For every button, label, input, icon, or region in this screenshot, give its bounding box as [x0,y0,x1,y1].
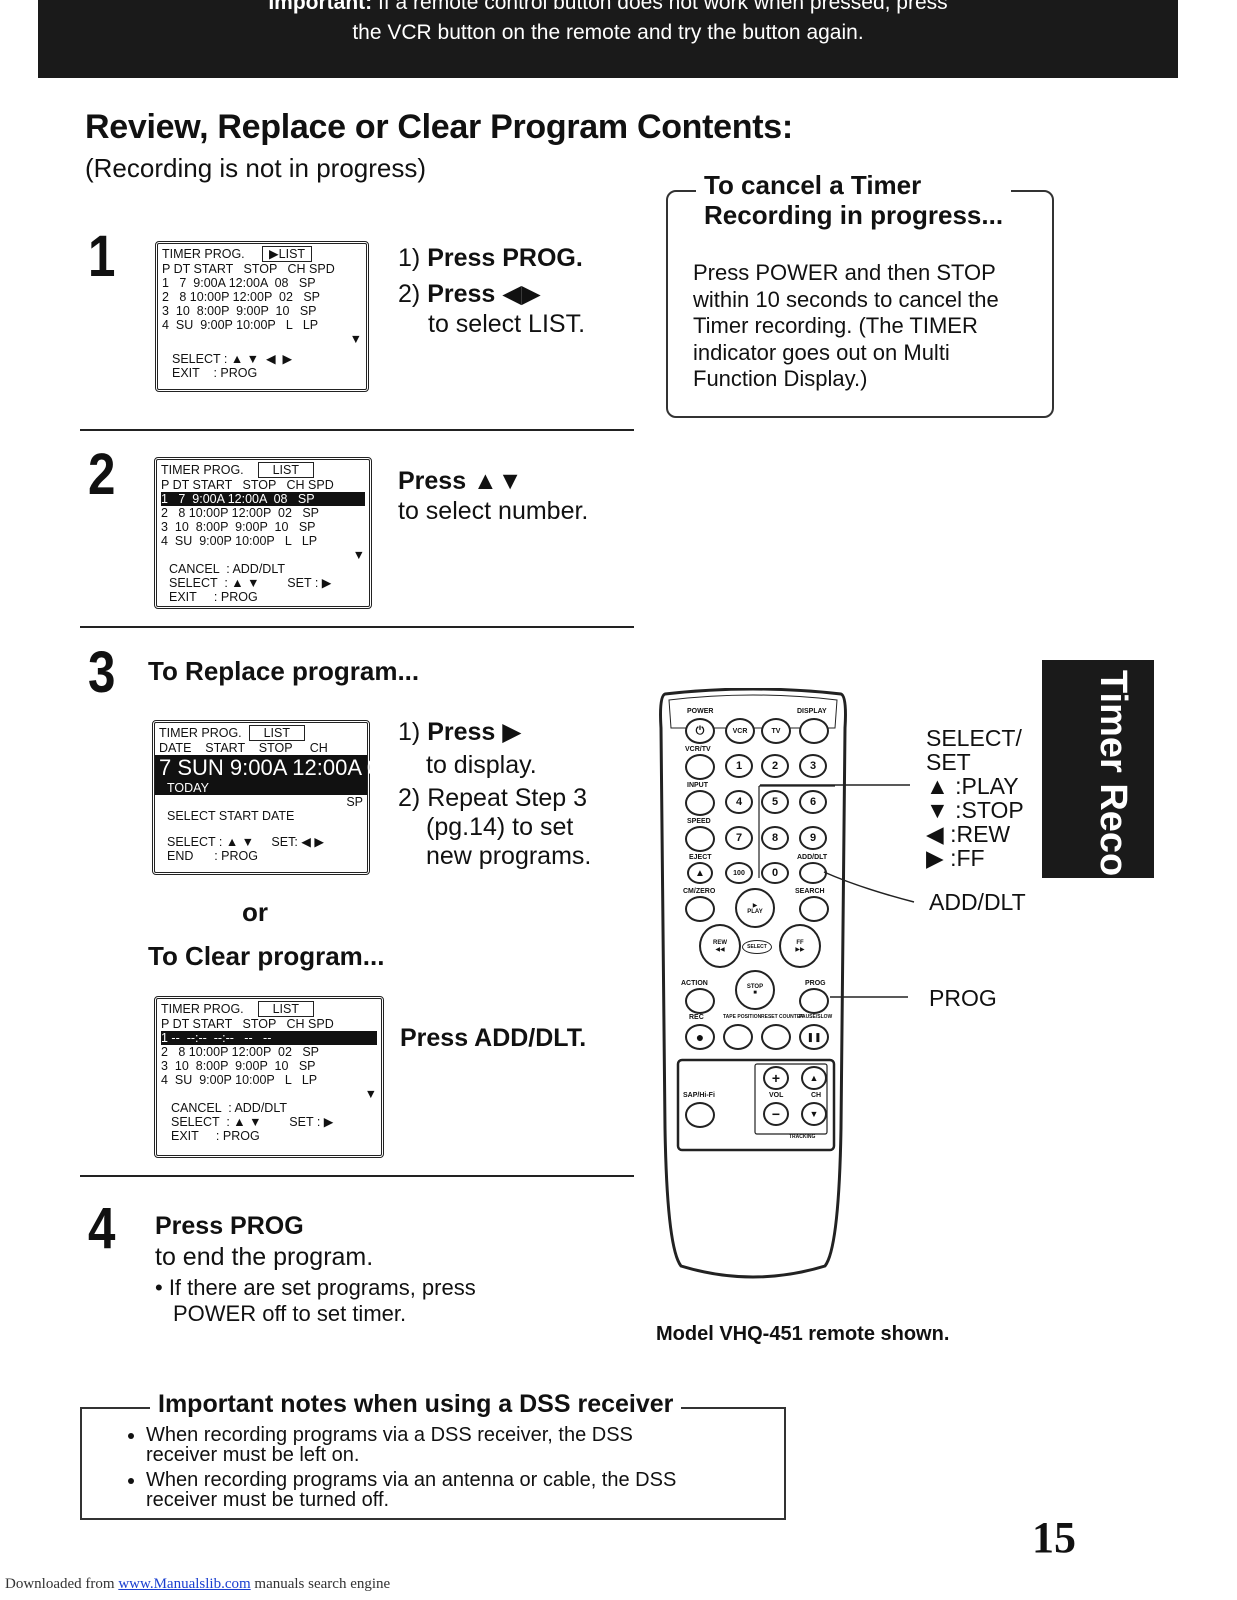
digit-6-button[interactable]: 6 [799,790,827,814]
divider [80,1175,634,1177]
vol-down-button[interactable]: − [763,1102,789,1126]
vol-up-button[interactable]: + [763,1066,789,1090]
power-button[interactable]: ⏻ [685,718,715,744]
prog-callout: PROG [929,985,997,1011]
tape-position-label: TAPE POSITION [723,1014,762,1020]
digit-4-button[interactable]: 4 [725,790,753,814]
ch-down-button[interactable]: ▼ [801,1102,827,1126]
eject-label: EJECT [689,854,712,861]
remote-control: POWER DISPLAY VCR/TV INPUT SPEED EJECT A… [655,688,851,1284]
pause-button[interactable]: ❚❚ [799,1024,829,1050]
select-set-callout: SELECT/ SET ▲ :PLAY ▼ :STOP ◀ :REW ▶ :FF [926,725,1024,871]
rew-button[interactable]: REW◀◀ [699,924,741,968]
footer: Downloaded from www.Manualslib.com manua… [5,1576,391,1592]
step2-instructions: Press ▲▼ to select number. [398,467,589,525]
digit-2-button[interactable]: 2 [761,754,789,778]
display-label: DISPLAY [797,708,827,715]
ch-up-button[interactable]: ▲ [801,1066,827,1090]
digit-3-button[interactable]: 3 [799,754,827,778]
or-label: or [242,897,268,927]
page-subtitle: (Recording is not in progress) [85,153,427,183]
dss-note: When recording programs via a DSS receiv… [146,1425,784,1465]
page-number: 15 [1032,1513,1076,1562]
tv-button[interactable]: TV [761,718,791,744]
clear-heading: To Clear program... [148,941,385,971]
cancel-box-body: Press POWER and then STOP within 10 seco… [693,260,999,391]
pause-label: PAUSE/SLOW [799,1014,833,1020]
cancel-box-title: To cancel a Timer Recording in progress.… [696,170,1012,230]
play-button[interactable]: ▶PLAY [735,888,775,928]
digit-9-button[interactable]: 9 [799,826,827,850]
display-button[interactable] [799,718,829,744]
step-number: 1 [88,224,116,289]
digit-5-button[interactable]: 5 [761,790,789,814]
step1-instructions: 1) Press PROG. 2) Press ◀▶ to select LIS… [398,244,586,338]
search-label: SEARCH [795,888,825,895]
select-button[interactable]: SELECT [742,940,772,954]
timer-screen: TIMER PROG. ▶LIST P DT START STOP CH SPD… [155,241,369,392]
dss-notes-box: When recording programs via a DSS receiv… [80,1407,786,1520]
vcrtv-button[interactable] [685,754,715,780]
cmzero-label: CM/ZERO [683,888,716,895]
important-text-line2: the VCR button on the remote and try the… [352,21,864,44]
tracking-label: TRACKING [789,1134,816,1140]
reset-counter-button[interactable] [761,1024,791,1050]
page-title: Review, Replace or Clear Program Content… [85,108,793,146]
digit-7-button[interactable]: 7 [725,826,753,850]
speed-button[interactable] [685,826,715,852]
dss-note: When recording programs via an antenna o… [146,1470,784,1510]
divider [80,429,634,431]
digit-100-button[interactable]: 100 [725,862,753,884]
vol-label: VOL [769,1092,784,1099]
important-text: If a remote control button does not work… [372,0,948,14]
step4-instructions: Press PROG to end the program. • If ther… [155,1212,476,1326]
eject-button[interactable]: ▲ [687,862,713,884]
vcr-button[interactable]: VCR [725,718,755,744]
adddlt-callout: ADD/DLT [929,889,1026,915]
step-number: 3 [88,640,116,705]
important-label: Important: [268,0,373,14]
input-button[interactable] [685,790,715,816]
timer-screen-replace: TIMER PROG. LIST DATE START STOP CH 7 SU… [152,720,391,875]
digit-0-button[interactable]: 0 [761,862,789,884]
reset-counter-label: RESET COUNTER [761,1014,804,1020]
step3-instructions: 1) Press ▶ to display. 2) Repeat Step 3 … [398,718,592,870]
prog-label: PROG [805,980,826,987]
replace-heading: To Replace program... [148,656,420,686]
manualslib-link[interactable]: www.Manualslib.com [118,1576,251,1592]
tape-position-button[interactable] [723,1024,753,1050]
sap-button[interactable] [685,1102,715,1128]
input-label: INPUT [687,782,708,789]
step-number: 4 [88,1196,116,1261]
digit-8-button[interactable]: 8 [761,826,789,850]
vcrtv-label: VCR/TV [685,746,711,753]
digit-1-button[interactable]: 1 [725,754,753,778]
rec-label: REC [689,1014,704,1021]
rec-button[interactable]: ● [685,1024,715,1050]
dss-title: Important notes when using a DSS receive… [150,1390,682,1419]
power-label: POWER [687,708,714,715]
prog-button[interactable] [799,988,829,1014]
ch-label: CH [811,1092,822,1099]
cmzero-button[interactable] [685,896,715,922]
important-banner: Important: If a remote control button do… [38,0,1178,78]
clear-instruction: Press ADD/DLT. [400,1024,587,1052]
divider [80,626,634,628]
callout-lines [760,784,915,998]
step-number: 2 [88,442,116,507]
speed-label: SPEED [687,818,711,825]
ff-button[interactable]: FF▶▶ [779,924,821,968]
sap-label: SAP/Hi-Fi [683,1092,715,1099]
search-button[interactable] [799,896,829,922]
stop-button[interactable]: STOP■ [735,970,775,1010]
adddlt-label: ADD/DLT [797,854,828,861]
action-label: ACTION [681,980,708,987]
timer-screen-clear: TIMER PROG. LIST P DT START STOP CH SPD … [154,996,384,1158]
action-button[interactable] [685,988,715,1014]
remote-caption: Model VHQ-451 remote shown. [656,1323,950,1345]
section-tab: Timer Recording [1042,660,1154,971]
timer-screen: TIMER PROG. LIST P DT START STOP CH SPD … [154,457,372,609]
